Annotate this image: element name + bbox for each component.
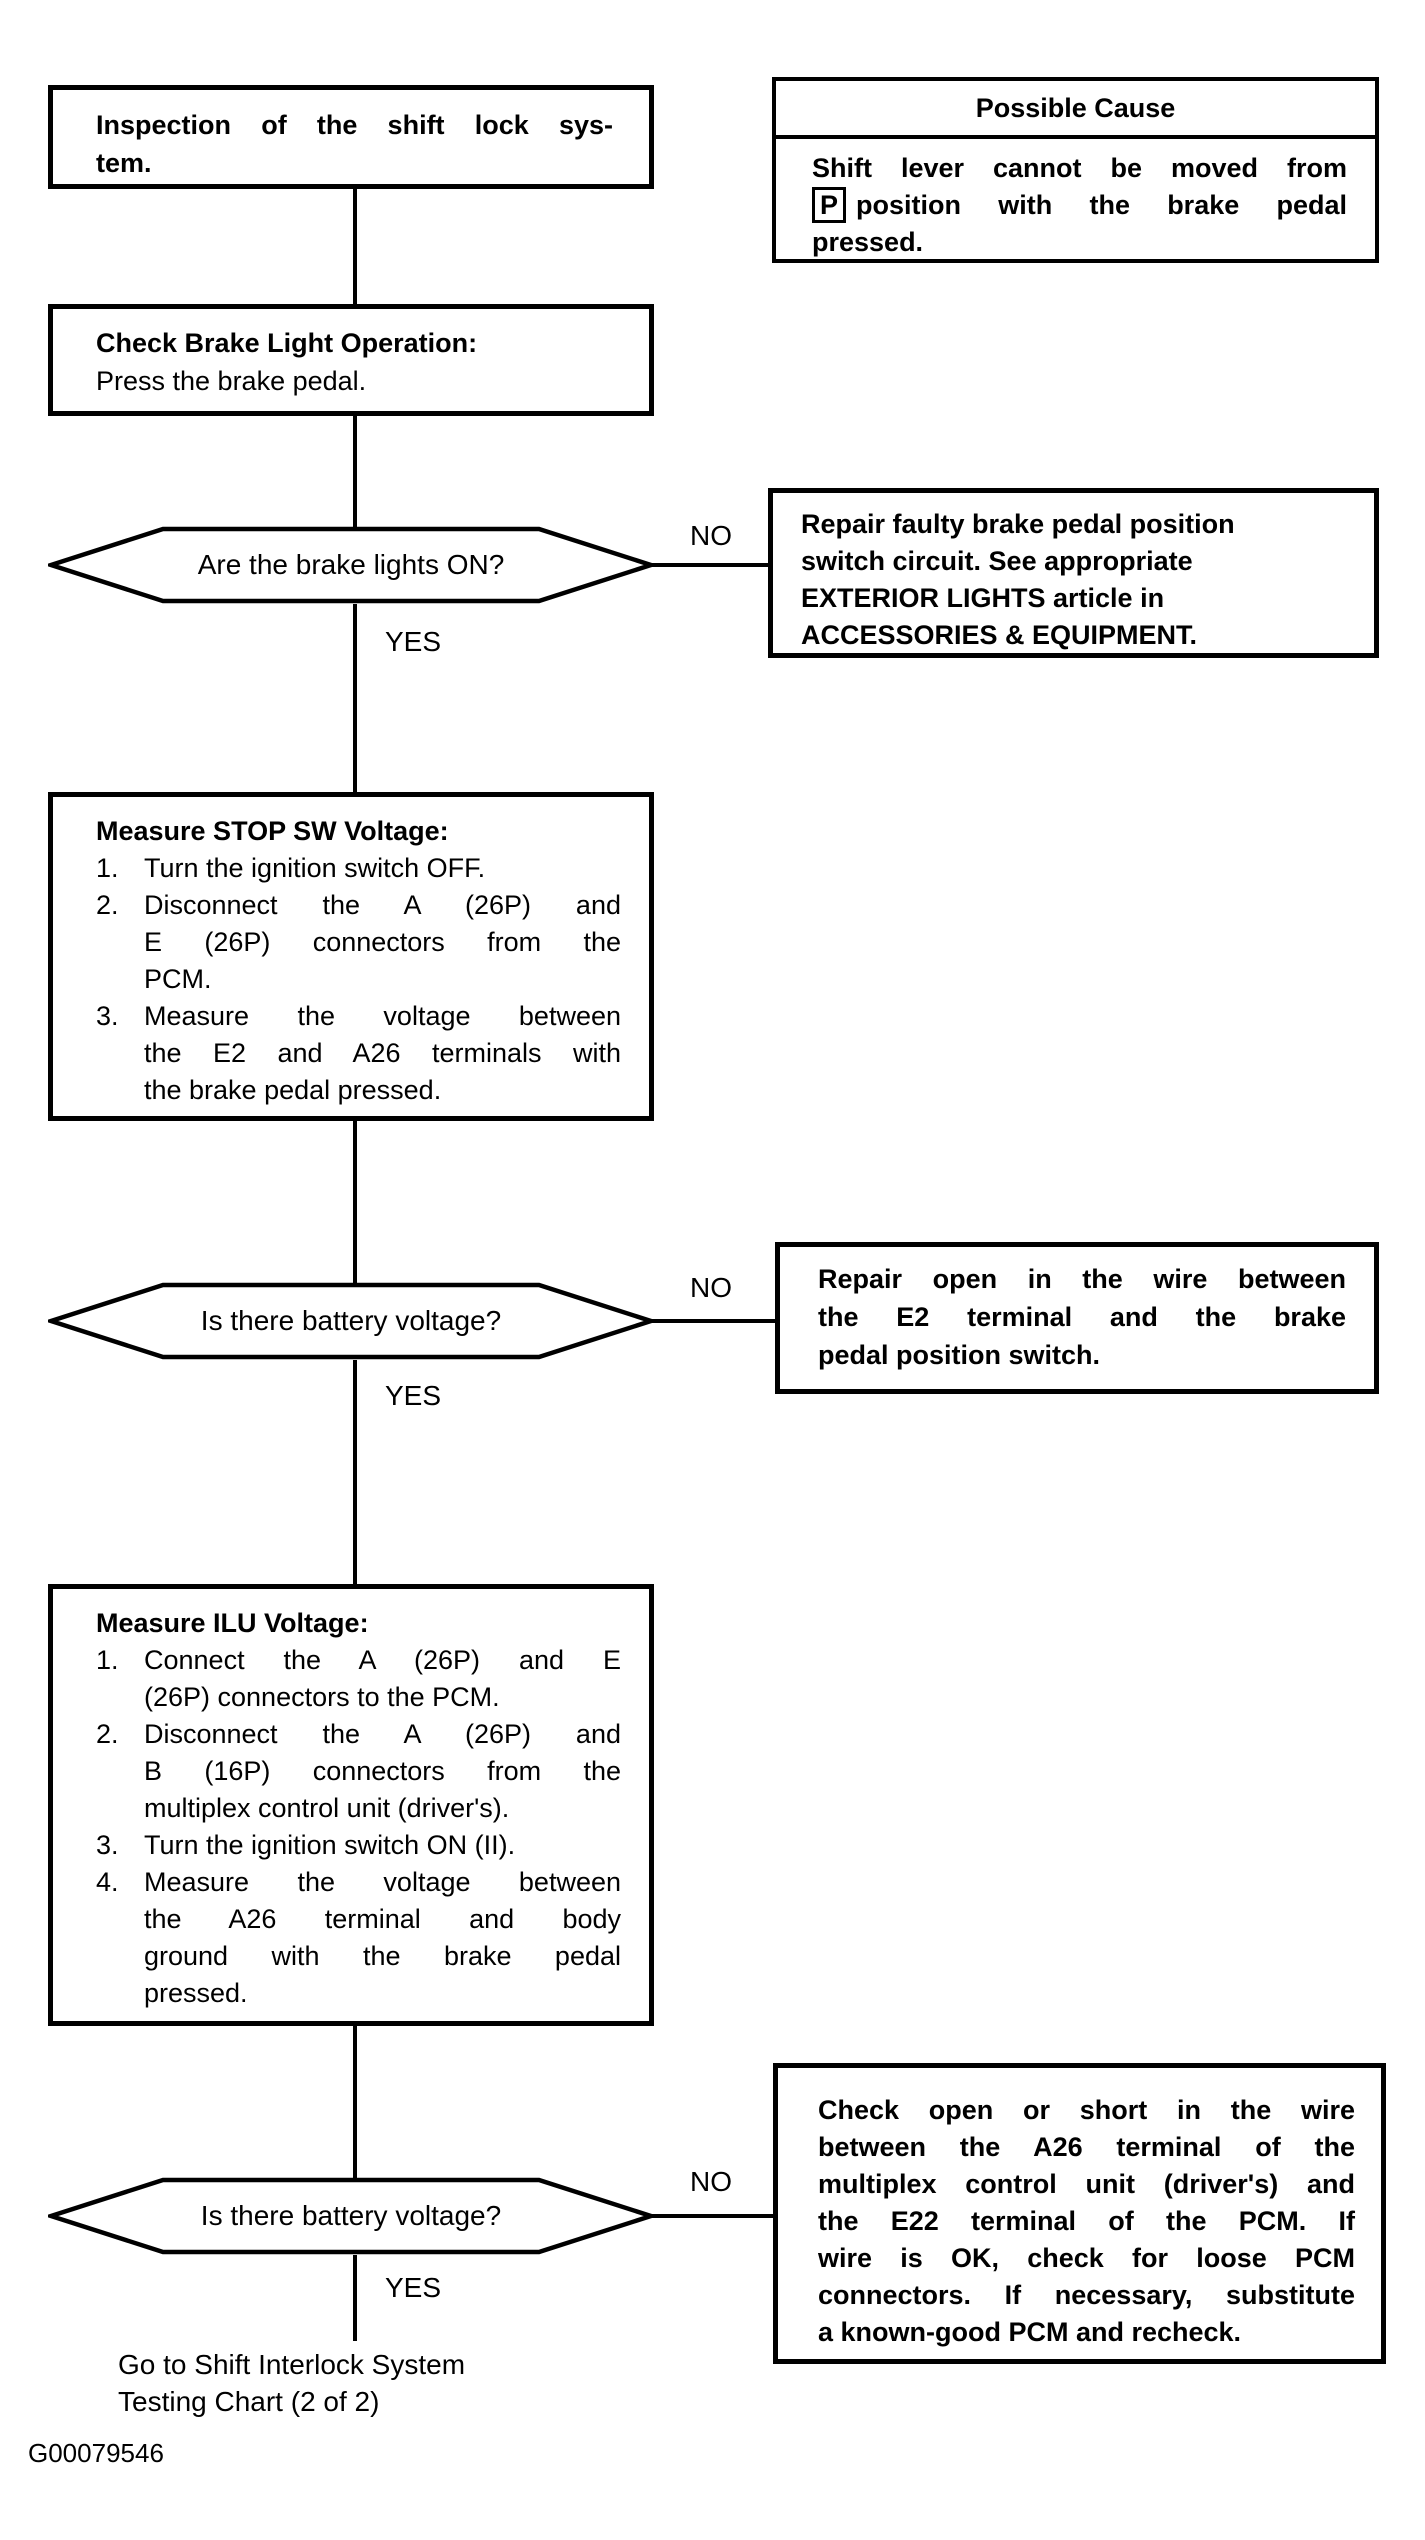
decision-question: Is there battery voltage?: [200, 2200, 502, 2231]
figure-id: G00079546: [28, 2438, 164, 2468]
list-item: 2. Disconnect the A (26P) and B (16P) co…: [96, 1716, 621, 1827]
decision-battery-voltage-2: Is there battery voltage?: [48, 2177, 654, 2255]
no-label: NO: [690, 2166, 732, 2197]
item-number: 2.: [96, 1719, 119, 1749]
text-line: Repair open in the wire between: [818, 1264, 1346, 1294]
text-line: Shift lever cannot be moved from: [812, 153, 1347, 183]
check-a26-wire-box: Check open or short in the wire between …: [773, 2063, 1386, 2364]
repair-brake-switch-box: Repair faulty brake pedal position switc…: [768, 488, 1379, 658]
text-line: multiplex control unit (driver's).: [144, 1793, 510, 1823]
list-item: 1. Turn the ignition switch OFF.: [96, 850, 621, 887]
yes-label: YES: [385, 1380, 442, 1411]
start-box: Inspection of the shift lock sys- tem.: [48, 85, 654, 189]
repair-e2-wire-box: Repair open in the wire between the E2 t…: [775, 1242, 1379, 1394]
text-line: E (26P) connectors from the: [144, 927, 621, 957]
text-line: multiplex control unit (driver's) and: [818, 2169, 1355, 2199]
list-item: 3. Measure the voltage between the E2 an…: [96, 998, 621, 1109]
measure-ilu-box: Measure ILU Voltage: 1. Connect the A (2…: [48, 1584, 654, 2026]
text-line: EXTERIOR LIGHTS article in: [801, 583, 1165, 613]
text-line: Check open or short in the wire: [818, 2095, 1355, 2125]
text-line: the A26 terminal and body: [144, 1904, 621, 1934]
text-line: the E2 and A26 terminals with: [144, 1038, 621, 1068]
no-label: NO: [690, 1272, 732, 1303]
text-line: Inspection of the shift lock sys-: [96, 110, 613, 140]
text-line: Measure the voltage between: [144, 1001, 621, 1031]
connector-line: [353, 2255, 357, 2341]
item-number: 4.: [96, 1867, 119, 1897]
decision-battery-voltage-1: Is there battery voltage?: [48, 1282, 654, 1360]
list-item: 1. Connect the A (26P) and E (26P) conne…: [96, 1642, 621, 1716]
possible-cause-box: Possible Cause Shift lever cannot be mov…: [772, 77, 1379, 263]
item-number: 3.: [96, 1001, 119, 1031]
text-line: position with the brake pedal: [856, 190, 1347, 220]
text-line: pedal position switch.: [818, 1340, 1101, 1370]
box-title: Measure STOP SW Voltage:: [96, 816, 449, 846]
text-line: between the A26 terminal of the: [818, 2132, 1355, 2162]
text-line: pressed.: [812, 227, 924, 257]
connector-line: [353, 1360, 357, 1584]
text-line: ground with the brake pedal: [144, 1941, 621, 1971]
text-line: PCM.: [144, 964, 212, 994]
connector-line: [353, 2026, 357, 2178]
decision-question: Are the brake lights ON?: [197, 549, 505, 580]
text-line: Disconnect the A (26P) and: [144, 890, 621, 920]
list-item: 2. Disconnect the A (26P) and E (26P) co…: [96, 887, 621, 998]
text-line: a known-good PCM and recheck.: [818, 2317, 1242, 2347]
park-position-symbol: P: [812, 187, 847, 223]
connector-line: [651, 1319, 777, 1323]
box-title: Check Brake Light Operation:: [96, 328, 478, 358]
connector-line: [651, 2214, 775, 2218]
item-number: 1.: [96, 1645, 119, 1675]
goto-note: Go to Shift Interlock System Testing Cha…: [118, 2346, 465, 2420]
item-number: 1.: [96, 853, 119, 883]
item-number: 2.: [96, 890, 119, 920]
decision-question: Is there battery voltage?: [200, 1305, 502, 1336]
text-line: Press the brake pedal.: [96, 366, 367, 396]
text-line: tem.: [96, 148, 152, 178]
text-line: connectors. If necessary, substitute: [818, 2280, 1355, 2310]
connector-line: [353, 416, 357, 528]
item-number: 3.: [96, 1830, 119, 1860]
text-line: B (16P) connectors from the: [144, 1756, 621, 1786]
text-line: Measure the voltage between: [144, 1867, 621, 1897]
connector-line: [651, 563, 770, 567]
list-item: 4. Measure the voltage between the A26 t…: [96, 1864, 621, 2012]
text-line: the brake pedal pressed.: [144, 1075, 442, 1105]
text-line: Turn the ignition switch OFF.: [144, 853, 486, 883]
text-line: ACCESSORIES & EQUIPMENT.: [801, 620, 1198, 650]
text-line: pressed.: [144, 1978, 248, 2008]
possible-cause-title: Possible Cause: [776, 81, 1375, 139]
text-line: switch circuit. See appropriate: [801, 546, 1193, 576]
yes-label: YES: [385, 626, 442, 657]
text-line: (26P) connectors to the PCM.: [144, 1682, 500, 1712]
connector-line: [353, 604, 357, 792]
text-line: wire is OK, check for loose PCM: [818, 2243, 1355, 2273]
no-label: NO: [690, 520, 732, 551]
connector-line: [353, 1121, 357, 1283]
text-line: the E2 terminal and the brake: [818, 1302, 1346, 1332]
list-item: 3. Turn the ignition switch ON (II).: [96, 1827, 621, 1864]
connector-line: [353, 189, 357, 304]
text-line: Testing Chart (2 of 2): [118, 2386, 380, 2417]
text-line: Disconnect the A (26P) and: [144, 1719, 621, 1749]
text-line: Go to Shift Interlock System: [118, 2349, 466, 2380]
text-line: Repair faulty brake pedal position: [801, 509, 1235, 539]
yes-label: YES: [385, 2272, 442, 2303]
text-line: the E22 terminal of the PCM. If: [818, 2206, 1355, 2236]
check-brake-box: Check Brake Light Operation: Press the b…: [48, 304, 654, 416]
text-line: Connect the A (26P) and E: [144, 1645, 621, 1675]
box-title: Measure ILU Voltage:: [96, 1608, 369, 1638]
decision-brake-lights: Are the brake lights ON?: [48, 526, 654, 604]
text-line: Turn the ignition switch ON (II).: [144, 1830, 516, 1860]
measure-stop-sw-box: Measure STOP SW Voltage: 1. Turn the ign…: [48, 792, 654, 1121]
